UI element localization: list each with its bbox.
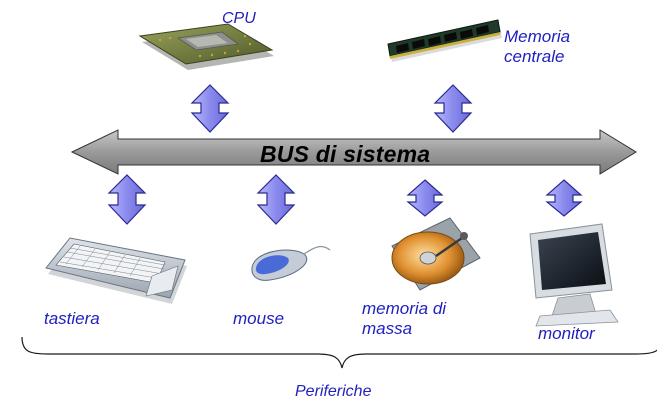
mass-storage-label-line2: massa [362,319,413,338]
system-bus-arrow [70,129,637,175]
peripherals-brace [21,336,657,369]
monitor-label: monitor [538,324,595,343]
cpu-label: CPU [222,10,256,27]
cpu-chip-image [138,23,274,70]
keyboard-bus-arrow [107,174,147,225]
ram-module-image [387,19,502,62]
monitor-bus-arrow [545,179,583,217]
keyboard-image [45,237,187,304]
mouse-bus-arrow [256,174,296,225]
memory-label-line2: centrale [504,47,565,66]
monitor-image [529,223,619,327]
hard-disk-image [391,217,481,291]
cpu-bus-arrow [190,84,230,133]
mouse-label: mouse [233,309,285,328]
memory-label-line1: Memoria [504,27,571,46]
mass-storage-bus-arrow [406,179,444,217]
mouse-image [251,245,331,281]
mass-storage-label-line1: memoria di [362,299,447,318]
memory-bus-arrow [433,84,473,133]
peripherals-label: Periferiche [295,383,372,400]
keyboard-label: tastiera [44,309,100,328]
bus-label: BUS di sistema [260,141,431,167]
